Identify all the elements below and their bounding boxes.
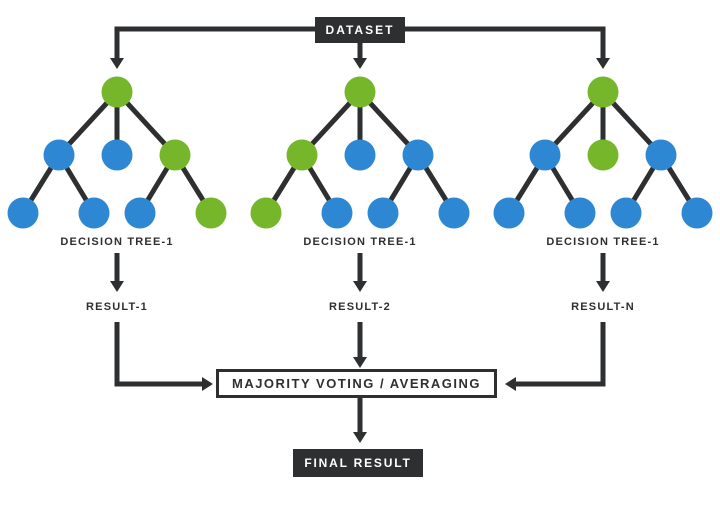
tree-node-green <box>587 139 619 171</box>
result-label-2: RESULT-2 <box>329 301 391 313</box>
tree-node-blue <box>681 197 713 229</box>
decision-tree-graphic-1 <box>7 76 227 229</box>
tree-node-green <box>159 139 191 171</box>
arrowhead-down-icon <box>353 432 367 443</box>
tree-node-blue <box>101 139 133 171</box>
tree-node-green <box>286 139 318 171</box>
tree-node-green <box>587 76 619 108</box>
tree-node-blue <box>124 197 156 229</box>
decision-tree-label-3: DECISION TREE-1 <box>546 236 660 248</box>
arrowhead-left-icon <box>505 377 516 391</box>
tree-node-blue <box>78 197 110 229</box>
tree-node-blue <box>344 139 376 171</box>
decision-tree-graphic-2 <box>250 76 470 229</box>
final-result-box: FINAL RESULT <box>293 449 423 477</box>
tree-node-blue <box>529 139 561 171</box>
tree-node-blue <box>438 197 470 229</box>
tree-node-green <box>250 197 282 229</box>
tree-node-green <box>101 76 133 108</box>
arrowhead-down-icon <box>596 58 610 69</box>
tree-node-blue <box>7 197 39 229</box>
decision-tree-label-1: DECISION TREE-1 <box>60 236 174 248</box>
resultN-to-voting-connector <box>516 322 606 387</box>
arrowhead-down-icon <box>353 58 367 69</box>
tree-node-blue <box>321 197 353 229</box>
tree-node-blue <box>564 197 596 229</box>
tree-node-blue <box>610 197 642 229</box>
dataset-branch-left <box>114 26 360 58</box>
result1-to-voting-connector <box>114 322 202 387</box>
tree-node-blue <box>402 139 434 171</box>
majority-voting-box: MAJORITY VOTING / AVERAGING <box>216 369 497 398</box>
arrowhead-right-icon <box>202 377 213 391</box>
arrowhead-down-icon <box>596 281 610 292</box>
tree-node-green <box>195 197 227 229</box>
tree-node-green <box>344 76 376 108</box>
arrowhead-down-icon <box>110 281 124 292</box>
result-label-1: RESULT-1 <box>86 301 148 313</box>
result-label-3: RESULT-N <box>571 301 635 313</box>
arrowhead-down-icon <box>353 357 367 368</box>
tree-node-blue <box>493 197 525 229</box>
dataset-box: DATASET <box>315 17 405 43</box>
tree-node-blue <box>645 139 677 171</box>
tree-node-blue <box>367 197 399 229</box>
dataset-branch-right <box>360 26 606 58</box>
decision-tree-label-2: DECISION TREE-1 <box>303 236 417 248</box>
arrowhead-down-icon <box>353 281 367 292</box>
tree-node-blue <box>43 139 75 171</box>
decision-tree-graphic-3 <box>493 76 713 229</box>
arrowhead-down-icon <box>110 58 124 69</box>
